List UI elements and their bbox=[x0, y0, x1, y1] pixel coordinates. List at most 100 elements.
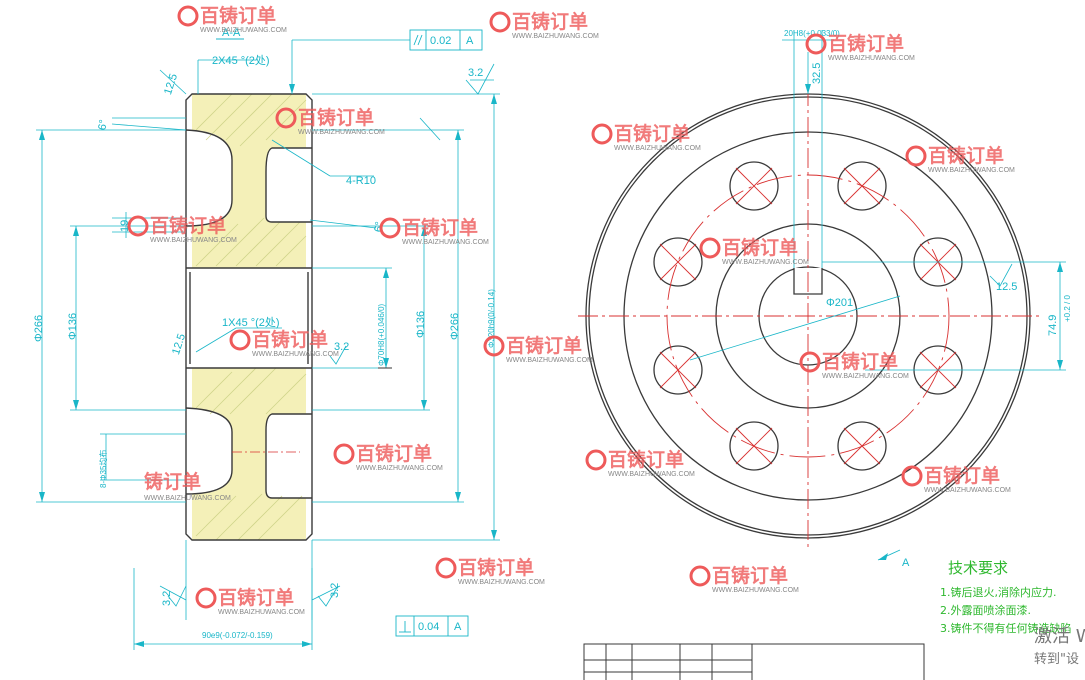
watermark-url-text: WWW.BAIZHUWANG.COM bbox=[512, 33, 599, 40]
watermark-url-text: WWW.BAIZHUWANG.COM bbox=[828, 55, 915, 62]
dimension-lines-left bbox=[36, 39, 410, 650]
roughness-bottom-right-label: 3.2 bbox=[329, 583, 341, 598]
watermark-url-text: WWW.BAIZHUWANG.COM bbox=[144, 495, 231, 502]
keyway-tolerance-label: +0.2 / 0 bbox=[1063, 295, 1072, 322]
tech-item-1: 1.铸后退火,消除内应力. bbox=[940, 585, 1057, 599]
dimension-lines-right bbox=[312, 79, 500, 541]
watermark-url-text: WWW.BAIZHUWANG.COM bbox=[356, 465, 443, 472]
watermark-brand-text: 百铸订单 bbox=[712, 564, 788, 587]
parallel-value: 0.02 bbox=[430, 35, 451, 47]
svg-text:铸订单: 铸订单 bbox=[144, 470, 201, 493]
watermark-url-text: WWW.BAIZHUWANG.COM bbox=[298, 129, 385, 136]
keyway-width-label: 20H8(+0.033/0) bbox=[784, 29, 840, 38]
chamfer-bore-label: 1X45 °(2处) bbox=[222, 316, 280, 329]
roughness-mid-label: 3.2 bbox=[334, 341, 349, 353]
arrowheads-right bbox=[383, 94, 497, 540]
watermark-brand-text: 百铸订单 bbox=[924, 464, 1000, 487]
watermark-brand-text: 百铸订单 bbox=[200, 4, 276, 27]
watermark-url-text: WWW.BAIZHUWANG.COM bbox=[402, 239, 489, 246]
watermark-brand-text: 百铸订单 bbox=[928, 144, 1004, 167]
width-label: 90e9(-0.072/-0.159) bbox=[202, 631, 273, 640]
tech-requirements: 技术要求 1.铸后退火,消除内应力. 2.外露面喷涂面漆. 3.铸件不得有任何铸… bbox=[940, 559, 1072, 635]
roughness-keyway-label: 12.5 bbox=[996, 281, 1017, 293]
watermark-url-text: WWW.BAIZHUWANG.COM bbox=[924, 487, 1011, 494]
watermark-brand-text: 百铸订单 bbox=[614, 122, 690, 145]
dia-320-label: Φ320h9(0/-0.14) bbox=[487, 289, 496, 348]
hatch-lines bbox=[195, 93, 307, 541]
activation-overlay-line1: 激活 W bbox=[1034, 626, 1085, 647]
tech-item-3: 3.铸件不得有任何铸造缺陷 bbox=[940, 621, 1072, 635]
chamfer-top-label: 2X45 °(2处) bbox=[212, 54, 270, 67]
watermark-brand-text: 百铸订单 bbox=[402, 216, 478, 239]
tech-item-2: 2.外露面喷涂面漆. bbox=[940, 603, 1031, 617]
watermark-url-text: WWW.BAIZHUWANG.COM bbox=[712, 587, 799, 594]
watermark-brand-text: 百铸订单 bbox=[356, 442, 432, 465]
perpendicular-tolerance-frame: 0.04 A bbox=[395, 615, 469, 637]
perpendicular-value: 0.04 bbox=[418, 621, 439, 633]
watermark-url-text: WWW.BAIZHUWANG.COM bbox=[506, 357, 593, 364]
front-view: 20H8(+0.033/0) 32.5 Φ201 74.9 +0.2 / 0 1… bbox=[578, 29, 1072, 569]
section-view: A-A bbox=[33, 27, 1013, 650]
keyway-depth-label: 32.5 bbox=[811, 63, 823, 84]
perpendicular-datum: A bbox=[454, 621, 462, 633]
watermark-brand-text: 百铸订单 bbox=[218, 586, 294, 609]
watermark-brand-text: 百铸订单 bbox=[252, 328, 328, 351]
dia-136-right: Φ136 bbox=[415, 311, 427, 338]
roughness-top-label: 3.2 bbox=[468, 67, 483, 79]
parallel-datum: A bbox=[466, 35, 474, 47]
watermark-url-text: WWW.BAIZHUWANG.COM bbox=[252, 351, 339, 358]
arrowheads-left bbox=[39, 84, 312, 647]
dia-266-left: Φ266 bbox=[33, 315, 45, 342]
watermark-brand-text: 百铸订单 bbox=[506, 334, 582, 357]
keyway-height-label: 74.9 bbox=[1047, 315, 1059, 336]
dia-136-left: Φ136 bbox=[67, 313, 79, 340]
watermark-url-text: WWW.BAIZHUWANG.COM bbox=[614, 145, 701, 152]
watermark-brand-text: 百铸订单 bbox=[150, 214, 226, 237]
title-block bbox=[583, 643, 925, 680]
watermark-url-text: WWW.BAIZHUWANG.COM bbox=[822, 373, 909, 380]
watermark-brand-text: 百铸订单 bbox=[608, 448, 684, 471]
watermark-url-text: WWW.BAIZHUWANG.COM bbox=[150, 237, 237, 244]
parallel-tolerance-frame: 0.02 A bbox=[409, 29, 483, 51]
watermark-url-text: WWW.BAIZHUWANG.COM bbox=[200, 27, 287, 34]
draft-angle-top: 6° bbox=[96, 119, 110, 131]
watermark-brand-text: 百铸订单 bbox=[298, 106, 374, 129]
bore-label: Φ70H8(+0.046/0) bbox=[377, 303, 386, 366]
tech-requirements-title: 技术要求 bbox=[948, 559, 1008, 577]
activation-overlay-line2: 转到"设 bbox=[1034, 652, 1079, 667]
watermark-url-text: WWW.BAIZHUWANG.COM bbox=[928, 167, 1015, 174]
view-marker: A bbox=[902, 557, 910, 569]
roughness-symbols bbox=[167, 63, 1013, 607]
watermark-url-text: WWW.BAIZHUWANG.COM bbox=[608, 471, 695, 478]
watermark-brand-text: 百铸订单 bbox=[828, 32, 904, 55]
radius-label: 4-R10 bbox=[346, 175, 376, 187]
watermark-brand-text: 百铸订单 bbox=[512, 10, 588, 33]
watermark-logo-partial: 铸订单 WWW.BAIZHUWANG.COM bbox=[144, 470, 231, 502]
section-label: A-A bbox=[222, 27, 241, 39]
roughness-bottom-left-label: 3.2 bbox=[161, 591, 173, 606]
watermark-brand-text: 百铸订单 bbox=[822, 350, 898, 373]
section-outline bbox=[185, 93, 313, 541]
watermark-url-text: WWW.BAIZHUWANG.COM bbox=[458, 579, 545, 586]
watermark-url-text: WWW.BAIZHUWANG.COM bbox=[722, 259, 809, 266]
watermark-brand-text: 百铸订单 bbox=[722, 236, 798, 259]
dia-266-right: Φ266 bbox=[449, 313, 461, 340]
front-arrowheads bbox=[805, 84, 1063, 560]
